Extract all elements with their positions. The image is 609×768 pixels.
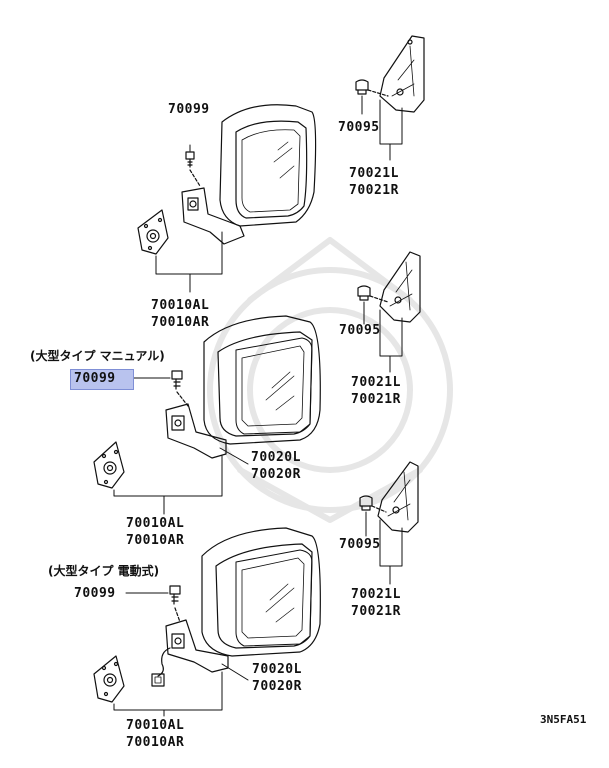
middle-mirror-assembly — [93, 251, 421, 515]
bottom-mirror-assembly — [93, 461, 419, 717]
base-plate-icon — [93, 441, 125, 489]
bolt-icon — [169, 585, 181, 605]
part-number-mirror-right-top[interactable]: 70010AR — [151, 315, 210, 330]
wiring-harness-icon — [157, 647, 171, 677]
part-number-cover-left-middle[interactable]: 70021L — [351, 375, 401, 390]
part-number-mirror-right-middle[interactable]: 70010AR — [126, 533, 185, 548]
bolt-icon — [171, 370, 183, 390]
part-number-bolt-bottom[interactable]: 70099 — [74, 586, 116, 601]
screw-icon — [359, 495, 373, 511]
part-number-glass-left-middle[interactable]: 70020L — [251, 450, 301, 465]
part-number-mirror-left-bottom[interactable]: 70010AL — [126, 718, 185, 733]
part-number-bolt-middle[interactable]: 70099 — [74, 371, 116, 386]
part-number-mirror-left-middle[interactable]: 70010AL — [126, 516, 185, 531]
part-number-glass-right-middle[interactable]: 70020R — [251, 467, 301, 482]
base-plate-icon — [137, 209, 169, 255]
screw-icon — [357, 285, 371, 301]
part-number-glass-right-bottom[interactable]: 70020R — [252, 679, 302, 694]
selected-part-highlight — [70, 369, 134, 390]
part-number-cover-right-bottom[interactable]: 70021R — [351, 604, 401, 619]
part-number-mirror-left-top[interactable]: 70010AL — [151, 298, 210, 313]
cover-icon — [379, 35, 425, 113]
cover-icon — [377, 461, 419, 533]
screw-icon — [355, 79, 369, 95]
part-number-screw-bottom[interactable]: 70095 — [339, 537, 381, 552]
variant-label-manual: (大型タイプ マニュアル) — [30, 349, 165, 363]
part-number-cover-right-top[interactable]: 70021R — [349, 183, 399, 198]
part-number-screw-top[interactable]: 70095 — [338, 120, 380, 135]
part-number-cover-left-top[interactable]: 70021L — [349, 166, 399, 181]
top-mirror-assembly — [137, 35, 425, 293]
part-number-screw-middle[interactable]: 70095 — [339, 323, 381, 338]
part-number-mirror-right-bottom[interactable]: 70010AR — [126, 735, 185, 750]
part-number-bolt-top[interactable]: 70099 — [168, 102, 210, 117]
diagram-code: 3N5FA51 — [540, 713, 587, 726]
base-plate-icon — [93, 655, 125, 703]
watermark-emblem — [207, 237, 453, 523]
part-number-glass-left-bottom[interactable]: 70020L — [252, 662, 302, 677]
bolt-icon — [185, 151, 195, 168]
variant-label-electric: (大型タイプ 電動式) — [48, 564, 160, 578]
part-number-cover-right-middle[interactable]: 70021R — [351, 392, 401, 407]
part-number-cover-left-bottom[interactable]: 70021L — [351, 587, 401, 602]
